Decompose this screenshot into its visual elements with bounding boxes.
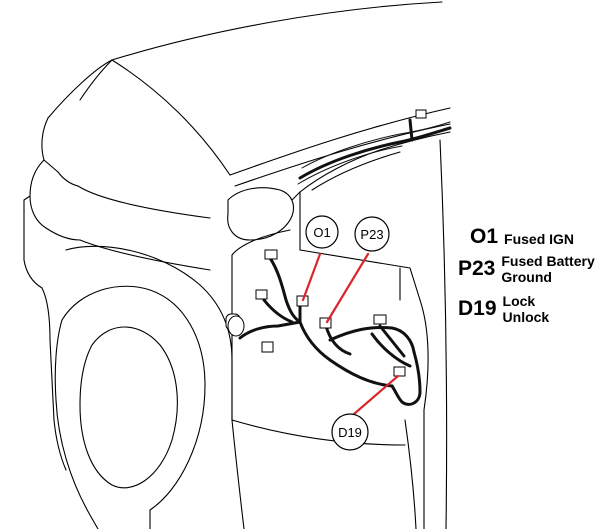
connector — [227, 315, 245, 337]
legend-row-d19: D19 Lock Unlock — [458, 292, 549, 325]
harness-wire-bundle — [297, 121, 451, 185]
leader-lines — [301, 252, 400, 416]
leader-line-o1 — [301, 252, 322, 302]
connector — [415, 109, 427, 119]
legend-description-line: Ground — [501, 269, 552, 285]
connector — [373, 314, 387, 325]
legend-code: D19 — [458, 297, 497, 320]
legend-description: Fused IGN — [504, 231, 574, 247]
connector — [393, 366, 406, 377]
callout-p23: P23 — [354, 216, 390, 252]
callout-d19: D19 — [331, 413, 369, 451]
callout-circle — [305, 215, 339, 249]
legend-description-line: Unlock — [502, 309, 550, 325]
legend-description: Lock Unlock — [503, 293, 550, 325]
callout-label: P23 — [360, 227, 383, 242]
legend-code: O1 — [470, 225, 499, 248]
leader-line-d19 — [352, 374, 400, 416]
connector — [264, 249, 278, 260]
leader-line-p23 — [325, 252, 370, 324]
legend-code: P23 — [458, 257, 496, 280]
legend-description-line: Fused Battery — [501, 253, 595, 269]
callout-circle — [354, 216, 390, 252]
legend-row-o1: O1 Fused IGN — [470, 226, 574, 248]
connector — [261, 341, 274, 353]
wiring-harness — [238, 118, 452, 406]
callout-label: O1 — [313, 225, 330, 240]
vehicle-body — [23, 1, 451, 529]
connectors — [225, 109, 427, 377]
legend-description: Fused Battery Ground — [501, 253, 594, 285]
connector — [319, 317, 332, 329]
connector — [255, 289, 268, 300]
callout-o1: O1 — [305, 215, 339, 249]
callout-circle — [331, 413, 369, 451]
legend-row-p23: P23 Fused Battery Ground — [458, 252, 595, 285]
callout-label: D19 — [338, 425, 362, 440]
legend-description-line: Lock — [502, 293, 536, 309]
legend-description-line: Fused IGN — [504, 231, 575, 247]
connector — [296, 295, 309, 307]
